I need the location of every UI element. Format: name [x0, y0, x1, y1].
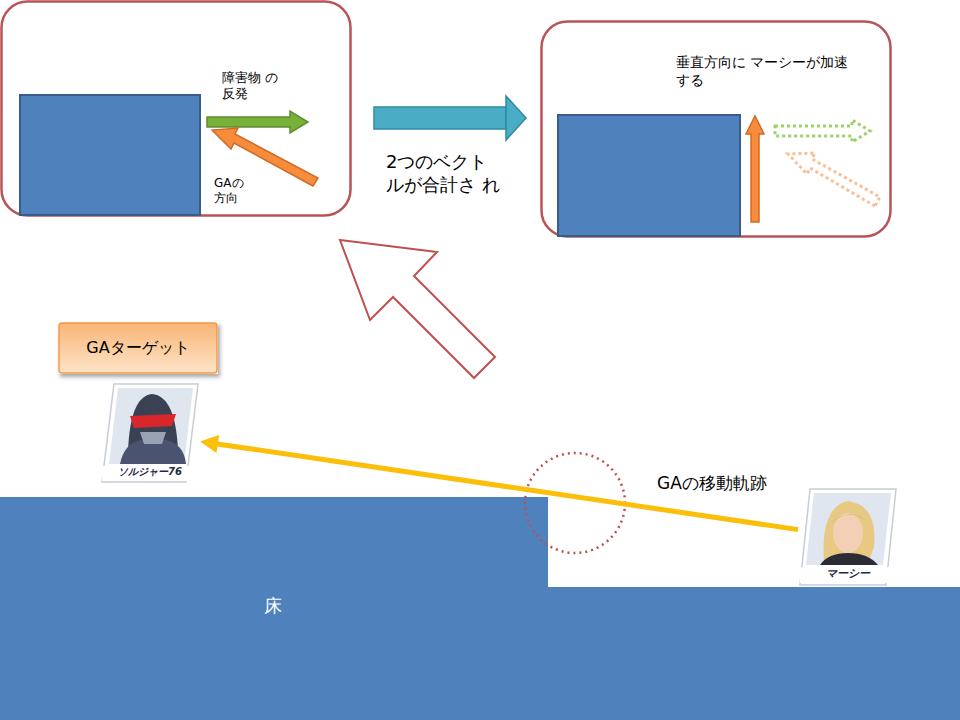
vertical-arrow [746, 116, 764, 222]
node-text: GAターゲット [86, 338, 189, 358]
card-portrait-bg [806, 493, 891, 565]
panel-border [542, 22, 891, 237]
arrowhead [506, 96, 526, 140]
card-portrait-bg [109, 388, 193, 464]
panel-border [2, 2, 351, 216]
hollow-big-arrow [340, 240, 495, 378]
soldier-mask [140, 432, 166, 444]
obstacle-block [558, 115, 740, 236]
card-frame [800, 489, 896, 585]
mercy-fringe [832, 514, 866, 523]
vector-panel: 障害物 の反発 GAの 方向 [0, 0, 352, 217]
obstacle-block [20, 95, 200, 215]
node-text: ソルジャー76 [106, 466, 194, 479]
node-text: GAの 方向 [214, 176, 258, 206]
connector-arrow [200, 435, 798, 530]
edge-label: GAの移動軌跡 [655, 472, 799, 495]
mercy-card: マーシー [798, 487, 898, 587]
card-frame [102, 384, 198, 482]
edge-label: 2つのベクト ルが合計さ れ [384, 150, 506, 197]
node-text: 垂直方向に マーシーが加速する [676, 54, 856, 89]
mercy-body [820, 553, 878, 565]
node-text: 床 [264, 595, 294, 618]
node-text: 障害物 の反発 [222, 70, 284, 103]
arrowhead [200, 435, 219, 453]
target-box: GAターゲット [58, 322, 218, 374]
node-outline [0, 0, 352, 217]
node-outline [540, 20, 892, 238]
node-text: マーシー [804, 567, 892, 581]
connector-body [374, 107, 506, 129]
dotted-repulsion-arrow [775, 120, 870, 142]
card-label-strip [102, 466, 198, 481]
result-panel: 垂直方向に マーシーが加速する [540, 20, 892, 238]
soldier-visor [130, 414, 176, 428]
card-label-strip [800, 567, 896, 583]
target-box-fill [59, 323, 217, 373]
mercy-face [833, 513, 863, 553]
dotted-ga-arrow [788, 153, 880, 206]
soldier-card: ソルジャー76 [100, 382, 200, 486]
connector-arrow [374, 96, 526, 140]
